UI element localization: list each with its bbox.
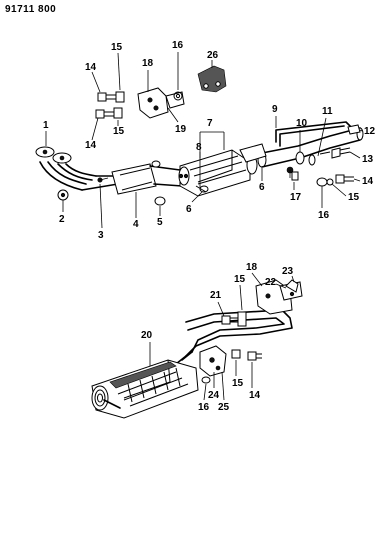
callout-16-b: 16 [318,210,330,221]
callout-10: 10 [296,118,308,129]
callout-7: 7 [207,118,213,129]
callout-19: 19 [175,124,187,135]
callout-12: 12 [364,126,376,137]
callout-15-c: 15 [348,192,360,203]
callout-14-a: 14 [85,62,97,73]
callouts: 1 2 3 4 5 6 6 7 8 9 [43,40,376,413]
callout-14-c: 14 [362,176,374,187]
callout-16-a: 16 [172,40,184,51]
muffler-hanger [199,345,262,384]
callout-15-b: 15 [113,126,125,137]
callout-21: 21 [210,290,222,301]
catalytic-converter [178,149,258,197]
front-pipe [81,160,183,195]
callout-13: 13 [362,154,374,165]
hanger-bracket-upper [137,87,185,119]
diagram-id: 91711 800 [5,4,57,15]
callout-6-left: 6 [186,204,192,215]
callout-4: 4 [133,219,139,230]
callout-11: 11 [322,106,333,117]
callout-15-e: 15 [232,378,244,389]
front-pipe-flange [35,146,97,191]
callout-14-d: 14 [249,390,261,401]
rubber-insulator [197,65,227,93]
muffler [91,359,199,419]
callout-1: 1 [43,120,49,131]
bolt-nut-group-upper-left [95,91,125,119]
callout-14-b: 14 [85,140,97,151]
callout-2: 2 [59,214,65,225]
bolt-nut-group-lower [221,311,247,327]
gaskets [57,189,166,206]
callout-15-a: 15 [111,42,123,53]
callout-5: 5 [157,217,163,228]
callout-25: 25 [218,402,230,413]
callout-23: 23 [282,266,294,277]
callout-26: 26 [207,50,219,61]
callout-6-right: 6 [259,182,265,193]
heat-shield-bracket [195,143,294,193]
callout-3: 3 [98,230,104,241]
callout-8: 8 [196,142,202,153]
callout-18-b: 18 [246,262,258,273]
callout-22: 22 [265,277,277,288]
callout-15-d: 15 [234,274,246,285]
callout-16-c: 16 [198,402,210,413]
rear-connection-fasteners [291,124,361,187]
callout-24: 24 [208,390,220,401]
hanger-bracket-lower [255,279,303,315]
callout-20: 20 [141,330,153,341]
callout-17: 17 [290,192,302,203]
callout-9: 9 [272,104,278,115]
callout-18-a: 18 [142,58,154,69]
